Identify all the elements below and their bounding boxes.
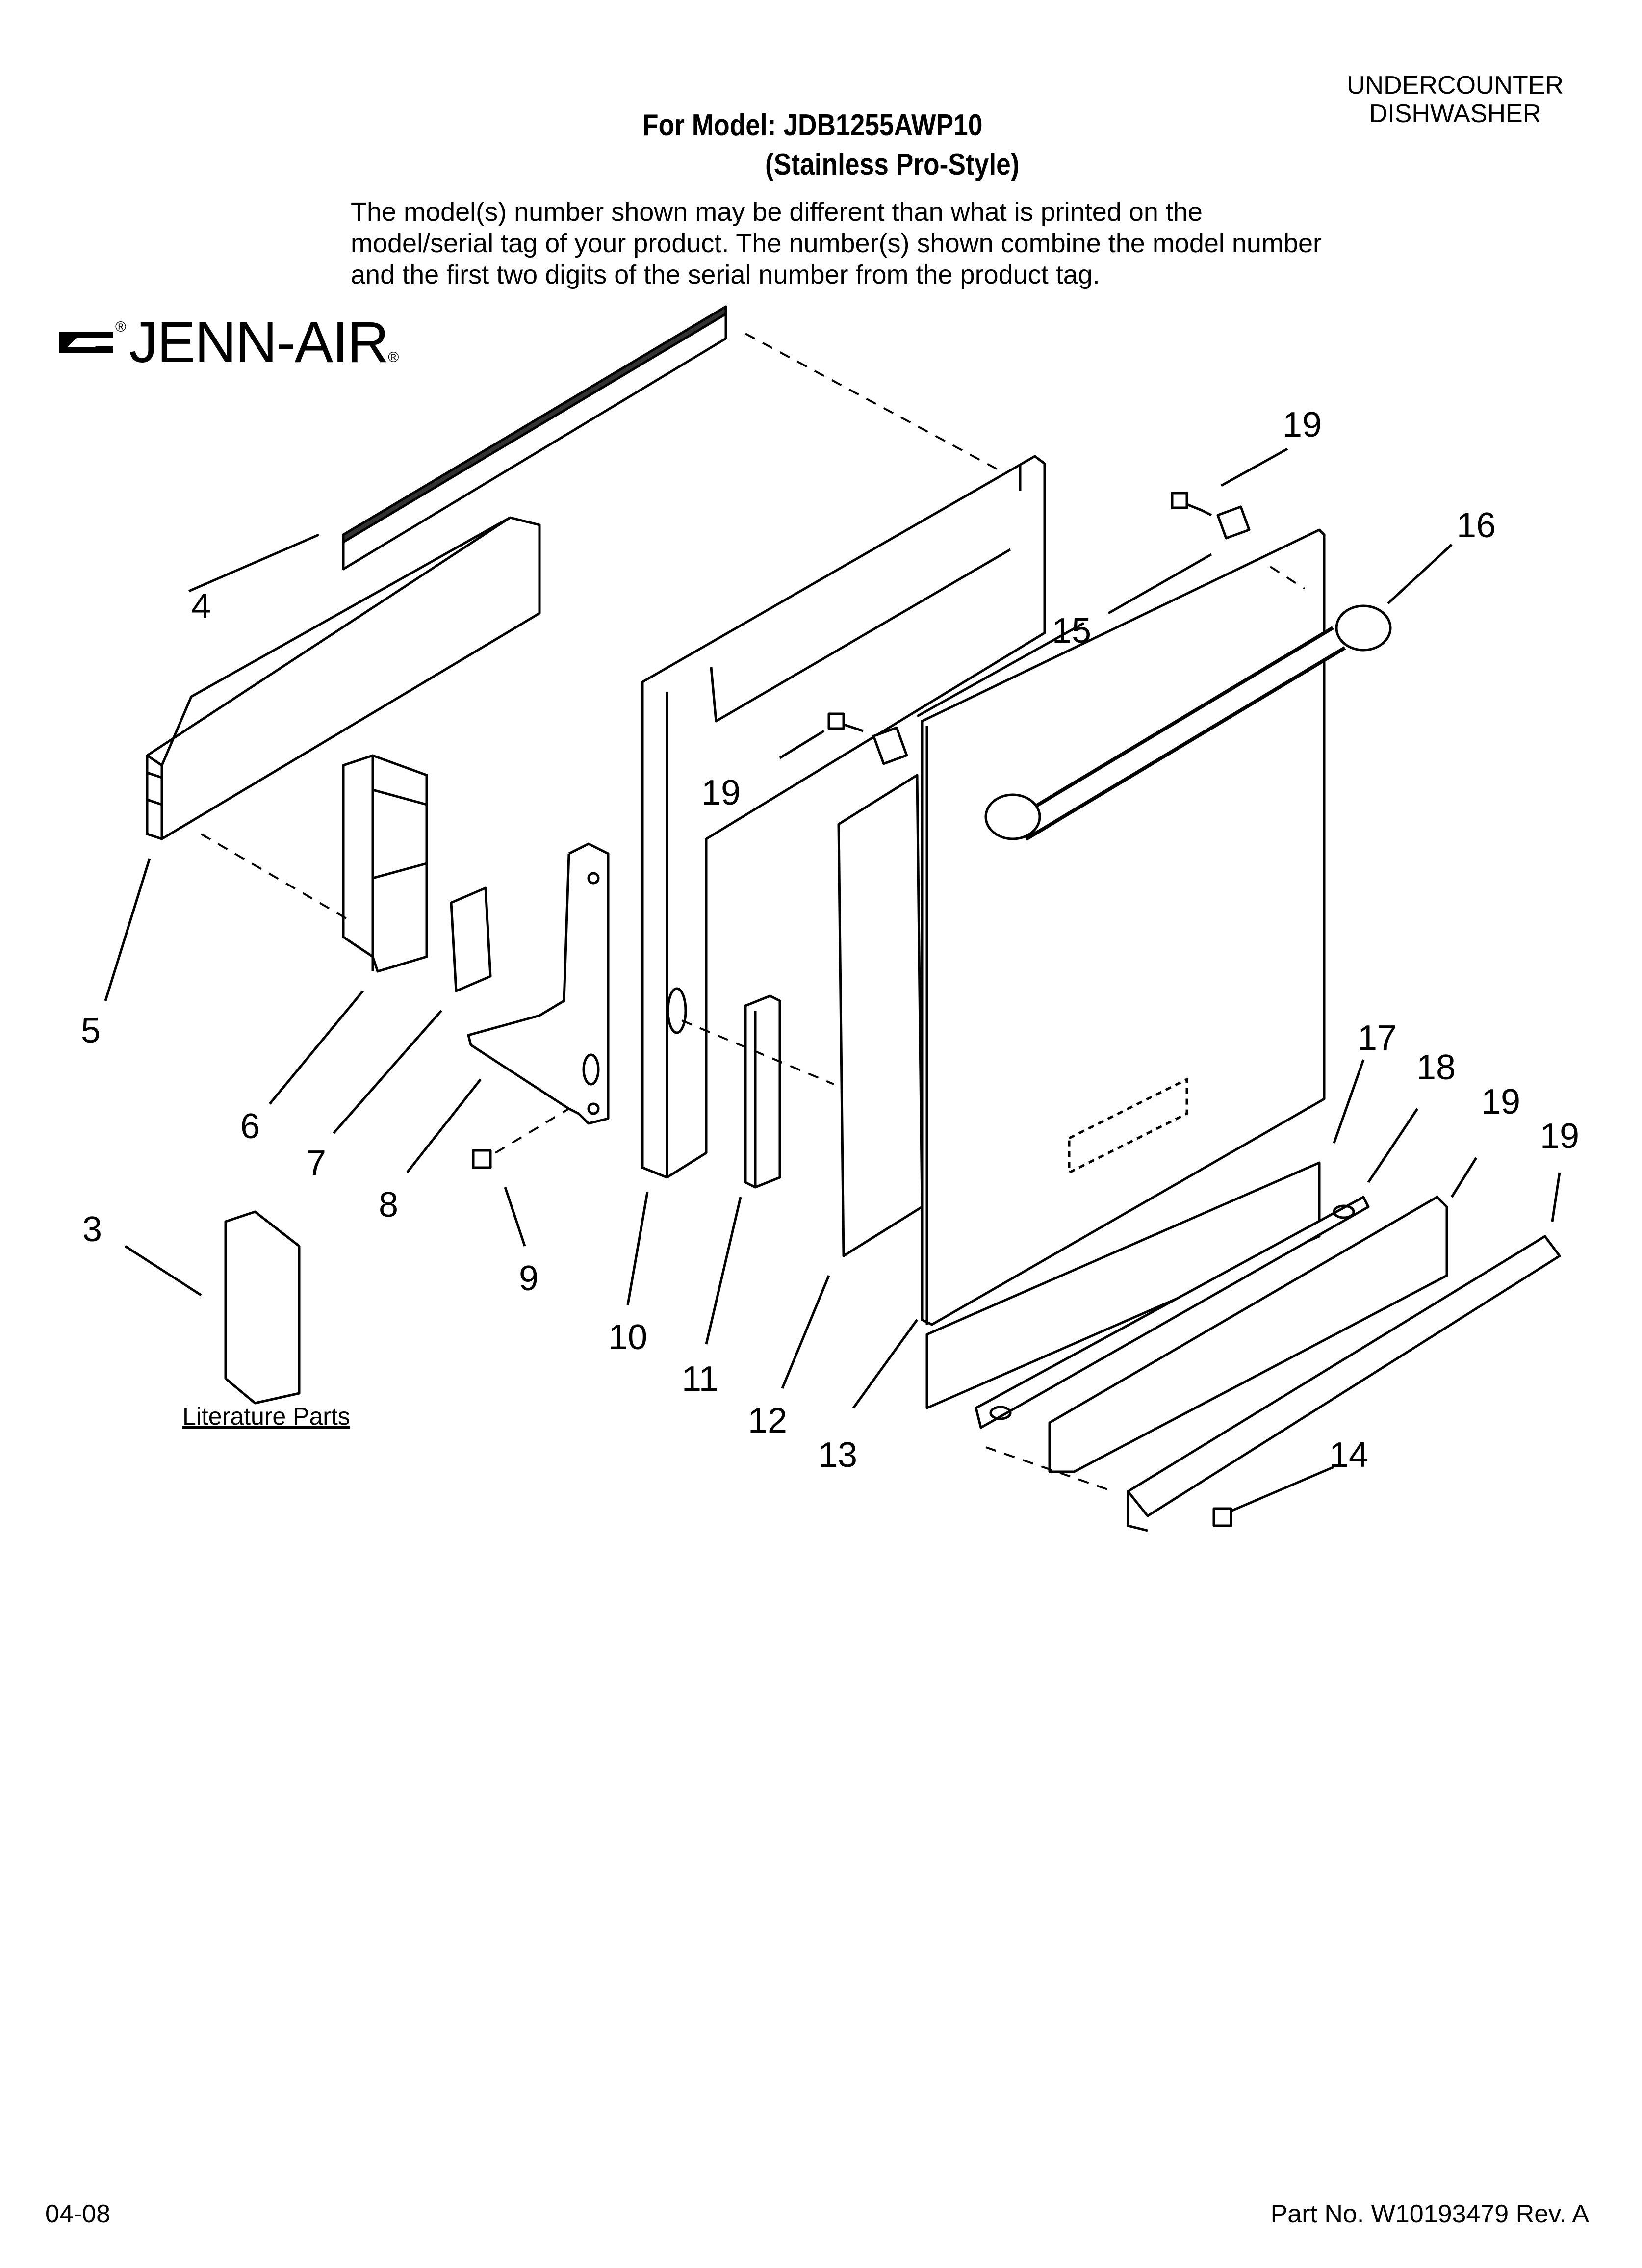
callout-4: 6 <box>240 1107 260 1146</box>
registered-mark: ® <box>115 319 127 335</box>
part-8-door-frame <box>641 455 1046 1179</box>
part-13-clip-top <box>1216 505 1251 540</box>
callout-12: 14 <box>1329 1435 1368 1475</box>
literature-parts-label: Literature Parts <box>182 1403 350 1430</box>
callout-9: 11 <box>682 1359 718 1399</box>
alignment-lines <box>200 333 1306 1492</box>
callout-5: 7 <box>307 1144 326 1183</box>
part-18-bottom-trim <box>1127 1235 1561 1517</box>
part-4-hinge-cover <box>342 754 428 973</box>
callout-16: 18 <box>1416 1048 1456 1087</box>
jenn-air-logo-icon <box>59 332 113 353</box>
part-14-handle <box>984 604 1392 841</box>
part-6-hinge-bracket <box>467 842 610 1125</box>
part-3-insulation-panel <box>146 516 541 840</box>
callout-14: 16 <box>1457 506 1496 545</box>
part-17-kick-plate <box>1048 1196 1448 1473</box>
part-12-screw <box>1212 1507 1232 1527</box>
model-title: For Model: JDB1255AWP10 <box>642 108 983 142</box>
callout-8: 10 <box>608 1318 647 1357</box>
brand-logo: ® JENN-AIR ® <box>56 309 399 376</box>
registered-mark-2: ® <box>388 349 399 365</box>
callout-numbers: 3 4 5 6 7 8 9 10 11 12 13 14 15 16 17 18… <box>81 405 1579 1475</box>
callout-11: 13 <box>818 1435 857 1475</box>
part-2-top-trim <box>342 305 727 571</box>
callout-19-top: 19 <box>1283 405 1322 444</box>
part-19-screw-mid <box>827 712 864 732</box>
appliance-type-line2: DISHWASHER <box>1369 100 1541 128</box>
part-5-pad <box>450 886 492 992</box>
callout-10: 12 <box>748 1401 787 1440</box>
callout-17: 19 <box>1481 1082 1520 1121</box>
part-16-toe-strip <box>975 1196 1370 1429</box>
model-variant: (Stainless Pro-Style) <box>765 148 1020 182</box>
callout-6: 8 <box>379 1185 398 1225</box>
part-19-screw-top <box>1171 492 1212 517</box>
appliance-type: UNDERCOUNTER DISHWASHER <box>1347 71 1564 128</box>
part-13-clip-mid <box>872 726 908 765</box>
brand-name: JENN-AIR <box>129 310 389 375</box>
part-1-literature <box>224 1210 301 1405</box>
callout-2: 4 <box>191 587 211 626</box>
callout-leaders <box>104 447 1561 1512</box>
model-notice: The model(s) number shown may be differe… <box>351 197 1322 289</box>
callout-1: 3 <box>82 1210 102 1249</box>
part-9-liner-insert <box>744 994 781 1189</box>
callout-13: 15 <box>1052 611 1091 651</box>
callout-7: 9 <box>519 1259 539 1298</box>
part-11-door-panel <box>921 528 1326 1326</box>
part-10-panel <box>837 774 924 1257</box>
footer-date-code: 04-08 <box>45 2200 110 2228</box>
callout-19-mid: 19 <box>701 773 741 812</box>
callout-15: 17 <box>1358 1018 1397 1058</box>
part-15-bottom-panel <box>925 1161 1321 1409</box>
callout-18: 19 <box>1540 1117 1579 1156</box>
footer-part-number: Part No. W10193479 Rev. A <box>1270 2200 1589 2228</box>
callout-3: 5 <box>81 1011 101 1050</box>
part-7-screw <box>472 1149 492 1169</box>
appliance-type-line1: UNDERCOUNTER <box>1347 71 1564 100</box>
